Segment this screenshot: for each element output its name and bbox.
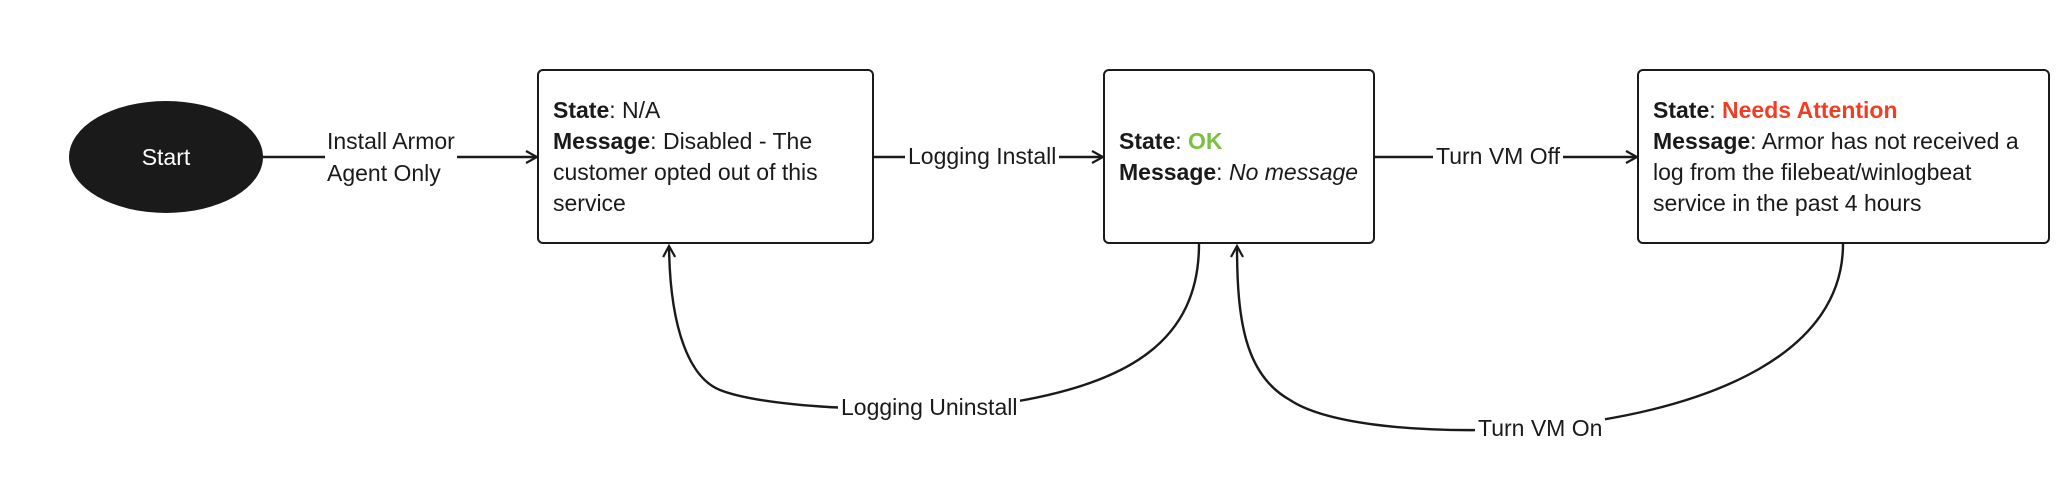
message-key: Message [1119,158,1217,185]
edge-label-install-agent: Install Armor Agent Only [325,125,457,189]
state-value: N/A [622,96,661,123]
start-node: Start [69,101,263,213]
state-value-ok: OK [1188,127,1223,154]
state-key: State [1119,127,1176,154]
edge-label-line: Install Armor [327,128,455,154]
edge-label-turn-vm-off: Turn VM Off [1433,141,1563,172]
state-box-needs-attention: State: Needs Attention Message: Armor ha… [1637,69,2050,244]
message-value: Disabled - The customer opted out of thi… [553,127,818,216]
edge-label-logging-install: Logging Install [905,141,1060,172]
message-value: No message [1228,158,1359,185]
message-value: Armor has not received a log from the fi… [1653,127,2019,216]
edge-label-turn-vm-on: Turn VM On [1475,413,1606,444]
edge-logging-uninstall [669,244,1201,411]
edge-label-logging-uninstall: Logging Uninstall [838,392,1021,423]
message-key: Message [553,127,651,154]
edge-label-line: Agent Only [327,160,441,186]
message-key: Message [1653,127,1751,154]
state-key: State [1653,96,1710,123]
state-box-ok: State: OK Message: No message [1103,69,1375,244]
state-key: State [553,96,610,123]
start-label: Start [141,143,191,170]
state-value-attention: Needs Attention [1722,96,1898,123]
state-box-disabled: State: N/A Message: Disabled - The custo… [537,69,874,244]
edge-turn-vm-on [1237,243,1845,432]
